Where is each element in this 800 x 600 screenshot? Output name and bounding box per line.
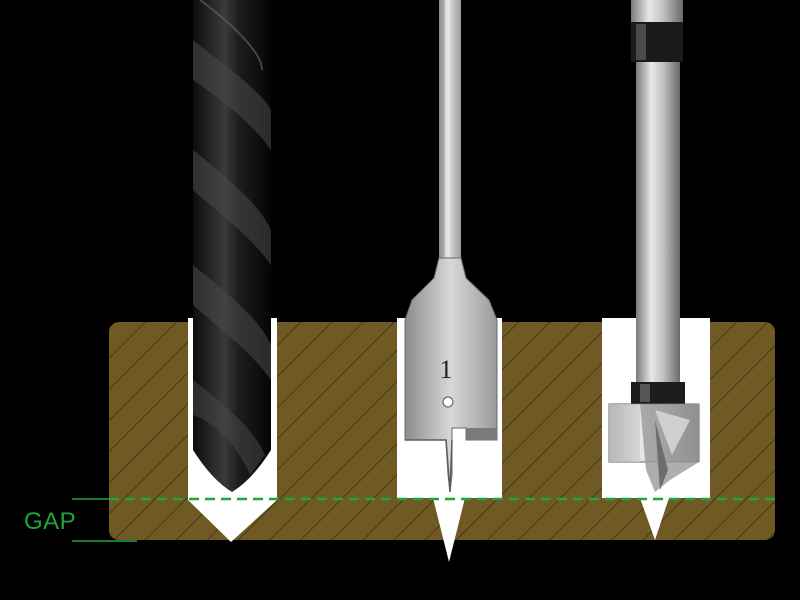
gap-label: GAP: [24, 508, 77, 535]
spade-bit-hole-mark: [442, 396, 454, 408]
spade-bit-size-mark: 1: [440, 355, 453, 384]
spade-bit: 1: [404, 0, 498, 493]
twist-drill-bit: [193, 0, 271, 492]
forstner-bit: [608, 0, 700, 492]
